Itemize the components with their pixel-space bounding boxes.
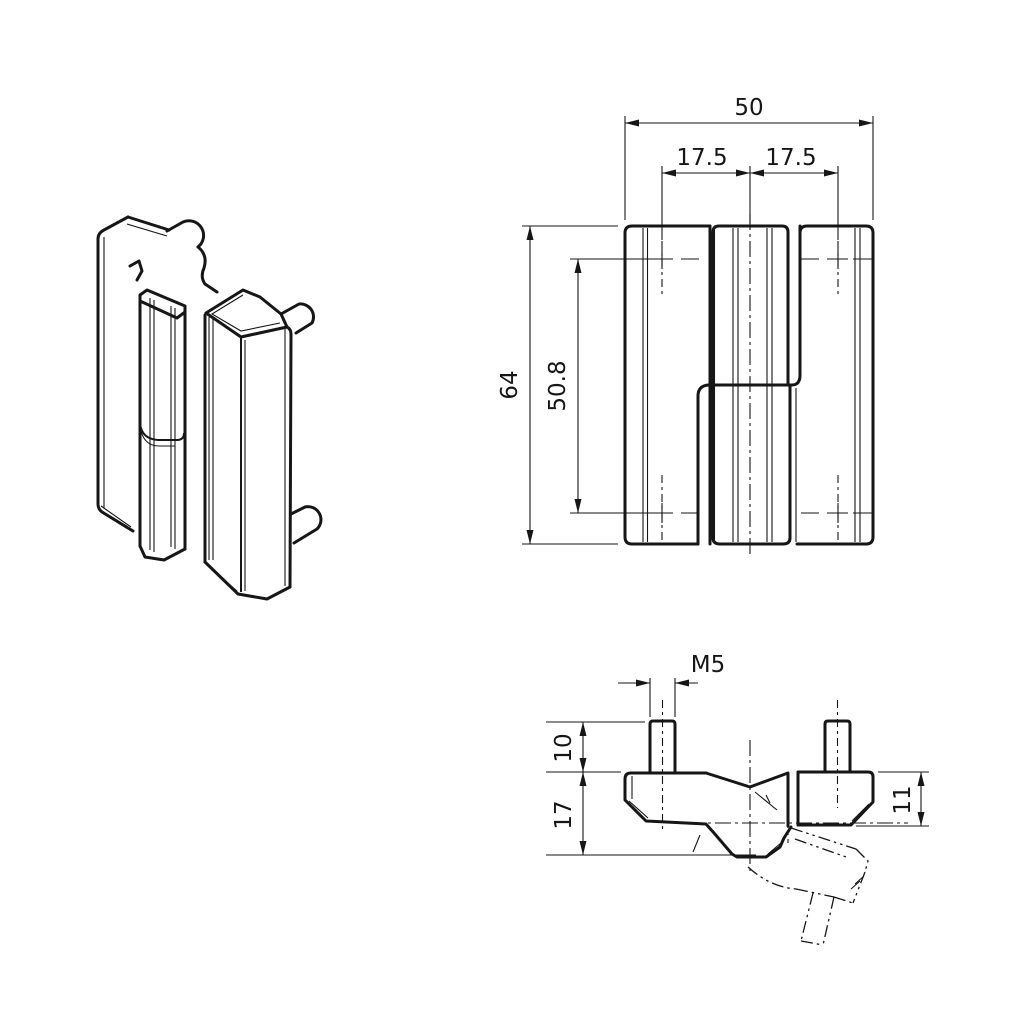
- iso-stud-upper-left: [165, 219, 206, 249]
- dim-pitch-left-text: 17.5: [676, 145, 727, 171]
- dim-leaf-depth-text: 11: [890, 785, 916, 814]
- dim-height-text: 64: [497, 370, 523, 399]
- iso-stud-lower-right: [289, 505, 323, 545]
- dim-pitch-right-text: 17.5: [765, 145, 816, 171]
- top-view: M5 10 17 11: [546, 652, 929, 946]
- dim-stud-length-text: 10: [551, 733, 577, 762]
- iso-stud-upper-right: [279, 302, 315, 335]
- dim-hole-spacing: 50.8: [545, 258, 655, 514]
- dim-overall-width: 50: [624, 95, 874, 220]
- dim-overall-width-text: 50: [734, 95, 763, 121]
- isometric-view: [96, 215, 323, 601]
- dim-overall-height: 64: [497, 225, 618, 545]
- front-view-outline: [623, 224, 875, 546]
- dim-hole-spacing-text: 50.8: [545, 360, 571, 411]
- dim-stud-pitch: 17.5 17.5: [661, 145, 839, 240]
- top-view-phantom-open-leaf: [747, 827, 869, 946]
- front-view: 50 17.5 17.5 64 50.8: [497, 95, 875, 557]
- dim-stud-length: 10: [546, 721, 645, 773]
- dim-body-depth: 17: [546, 772, 756, 856]
- front-view-centerlines: [652, 214, 848, 557]
- dim-thread-text: M5: [691, 652, 725, 678]
- dim-body-depth-text: 17: [551, 800, 577, 829]
- dim-thread: M5: [618, 652, 725, 717]
- dim-leaf-depth: 11: [856, 771, 929, 827]
- top-view-centerlines: [661, 700, 908, 874]
